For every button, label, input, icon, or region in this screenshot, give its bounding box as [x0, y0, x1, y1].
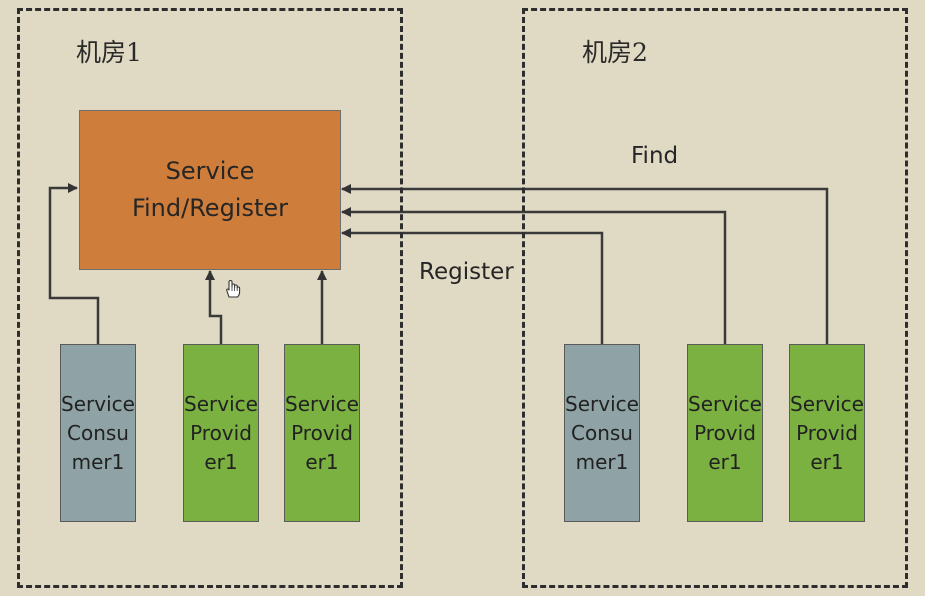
node-text-line: Provid	[796, 420, 858, 445]
room-1-service-provider-a: Service Provid er1	[183, 344, 259, 522]
room-1-label: 机房1	[76, 38, 142, 67]
registry-title-line2: Find/Register	[131, 194, 289, 222]
node-text-line: Service	[285, 391, 359, 416]
register-label: Register	[419, 259, 514, 285]
node-text-line: Service	[790, 391, 864, 416]
node-text-line: Provid	[190, 420, 252, 445]
node-text-line: Service	[688, 391, 762, 416]
node-text-line: Provid	[291, 420, 353, 445]
node-text-line: Service	[184, 391, 258, 416]
r2-consumer-to-registry-line	[341, 228, 604, 344]
room-1-service-consumer: Service Consu mer1	[60, 344, 136, 522]
node-text-line: er1	[708, 449, 742, 474]
room-2-service-provider-b: Service Provid er1	[789, 344, 865, 522]
room-2-service-provider-a: Service Provid er1	[687, 344, 763, 522]
node-text-line: Service	[61, 391, 135, 416]
hand-cursor-icon	[226, 279, 241, 298]
node-text-line: mer1	[71, 449, 125, 474]
node-text-line: er1	[305, 449, 339, 474]
registry-title-line1: Service	[165, 156, 255, 185]
service-registry-box: Service Find/Register	[79, 110, 341, 270]
node-text-line: er1	[204, 449, 238, 474]
node-text-line: mer1	[575, 449, 629, 474]
node-text-line: Provid	[694, 420, 756, 445]
node-text-line: Consu	[571, 420, 633, 445]
find-label: Find	[631, 143, 679, 169]
node-text-line: Consu	[67, 420, 129, 445]
r2-provider-b-to-registry-line	[341, 184, 829, 344]
room-2-service-consumer: Service Consu mer1	[564, 344, 640, 522]
room-2-boundary	[522, 8, 908, 588]
r1-provider-a-to-registry-line	[205, 270, 223, 344]
room-2-label: 机房2	[582, 38, 648, 67]
r1-consumer-to-registry-line	[48, 183, 100, 344]
room-1-service-provider-b: Service Provid er1	[284, 344, 360, 522]
room-1-boundary	[17, 8, 403, 588]
r2-provider-a-to-registry-line	[341, 207, 727, 344]
node-text-line: er1	[810, 449, 844, 474]
node-text-line: Service	[565, 391, 639, 416]
